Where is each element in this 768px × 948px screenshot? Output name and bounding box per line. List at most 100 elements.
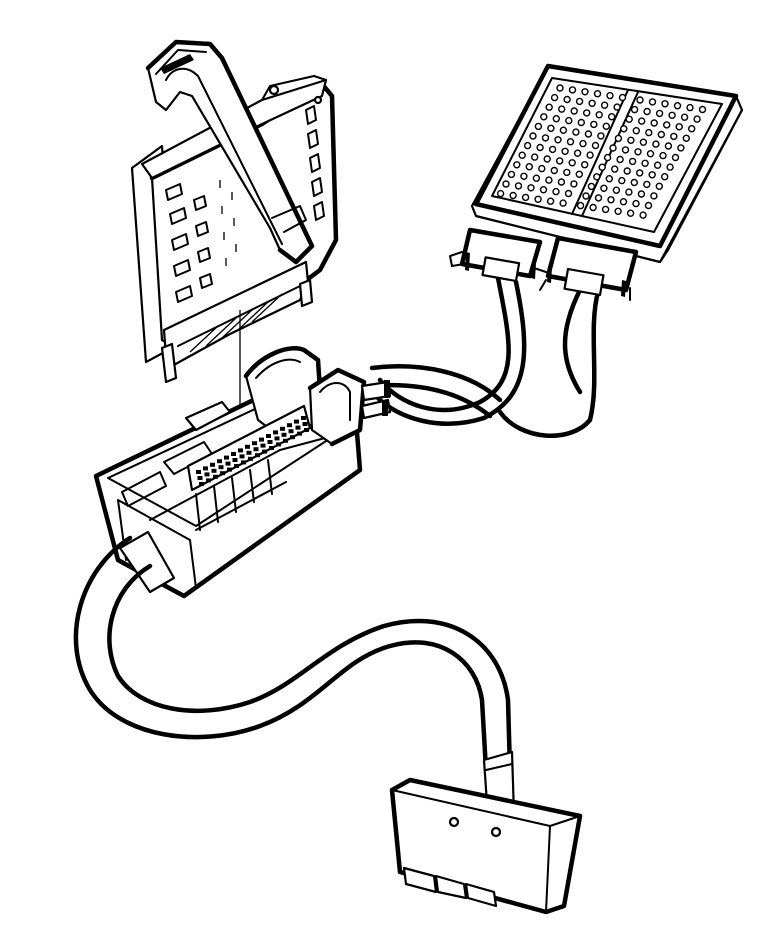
pin-hole: [621, 146, 630, 154]
pin-hole: [680, 113, 689, 121]
pin-hole: [661, 100, 669, 108]
end-connector: [389, 777, 583, 915]
pin-hole: [570, 180, 578, 188]
socket-contact: [253, 447, 259, 452]
pin-hole: [643, 107, 651, 116]
socket-contact: [234, 464, 239, 468]
pin-hole: [625, 188, 633, 196]
socket-contact: [218, 465, 224, 470]
pin-field: [496, 84, 707, 219]
socket-contact: [239, 454, 245, 459]
pin-hole: [541, 134, 550, 142]
socket-contact: [232, 458, 238, 462]
socket-contact: [203, 466, 208, 471]
pin-hole: [514, 182, 523, 190]
pin-hole: [673, 101, 682, 110]
pin-hole: [632, 199, 640, 208]
socket-contact: [245, 444, 250, 449]
pin-hole: [597, 132, 605, 140]
pin-hole: [558, 105, 566, 113]
socket-contact: [248, 456, 253, 461]
pin-hole: [570, 107, 578, 115]
socket-contact: [283, 438, 288, 443]
pin-hole: [632, 126, 640, 135]
pin-hole: [609, 144, 617, 152]
contact-slots: [165, 105, 325, 303]
pin-hole: [545, 103, 553, 111]
pin-hole: [575, 97, 584, 106]
pin-hole: [618, 176, 626, 185]
pin-hole: [627, 136, 635, 145]
pin-hole: [591, 141, 600, 150]
pin-hole: [556, 84, 564, 92]
pin-hole: [616, 155, 624, 164]
socket-contact: [199, 482, 204, 486]
socket-contact: [281, 432, 287, 437]
pin-hole: [587, 182, 596, 191]
pin-hole: [637, 190, 646, 198]
pin-hole: [659, 151, 667, 160]
pin-hole: [639, 138, 648, 146]
socket-contact: [210, 462, 215, 467]
pin-hole: [643, 180, 651, 189]
pin-hole: [589, 203, 597, 212]
socket-contact: [287, 423, 292, 428]
probe-leads: [367, 227, 639, 438]
pin-hole: [613, 103, 621, 111]
pin-hole: [618, 93, 627, 102]
pin-hole: [568, 86, 577, 94]
pin-hole: [559, 199, 567, 207]
pin-hole: [636, 96, 644, 104]
pin-hole: [547, 124, 555, 133]
pin-hole: [534, 122, 543, 131]
pin-hole: [606, 91, 614, 100]
socket-contact: [241, 460, 246, 465]
pin-hole: [639, 211, 647, 219]
pin-hole: [552, 114, 560, 123]
pin-hole: [663, 121, 671, 129]
pin-hole: [598, 163, 606, 171]
pin-hole: [557, 178, 566, 186]
pin-hole: [602, 122, 610, 131]
socket-contact: [274, 436, 280, 441]
pin-hole: [648, 171, 656, 179]
socket-contact: [211, 468, 217, 473]
pin-hole: [614, 207, 622, 216]
pin-hole: [645, 128, 653, 137]
pin-hole: [502, 180, 510, 188]
pin-hole: [565, 116, 573, 125]
pin-hole: [586, 151, 594, 159]
pin-hole: [581, 160, 589, 169]
socket-contact: [238, 448, 243, 453]
pin-hole: [646, 149, 655, 158]
pin-hole: [572, 128, 580, 136]
pin-hole: [521, 193, 530, 202]
socket-contact: [255, 453, 260, 458]
pin-hole: [532, 174, 541, 182]
pin-hole: [536, 143, 544, 152]
pin-hole: [671, 153, 680, 162]
pin-hole: [588, 99, 596, 108]
adapter-cable: [73, 535, 516, 820]
pin-hole: [693, 115, 701, 123]
socket-contact: [217, 459, 222, 464]
socket-contact: [231, 452, 236, 456]
pin-hole: [655, 109, 664, 118]
pin-test-panel: [470, 63, 744, 264]
pin-hole: [525, 162, 533, 171]
pin-hole: [650, 119, 658, 127]
socket-contact: [301, 416, 306, 420]
pin-hole: [675, 123, 683, 131]
socket-contact: [262, 449, 267, 454]
pin-hole: [601, 205, 610, 214]
pin-hole: [619, 197, 628, 206]
pin-hole: [546, 197, 555, 205]
socket-contact: [220, 471, 225, 476]
pin-hole: [682, 134, 690, 143]
pin-hole: [594, 194, 603, 202]
pin-hole: [600, 101, 609, 109]
pin-hole: [584, 130, 593, 138]
pin-hole: [550, 93, 559, 102]
socket-contact: [196, 470, 201, 474]
pin-hole: [577, 118, 585, 127]
